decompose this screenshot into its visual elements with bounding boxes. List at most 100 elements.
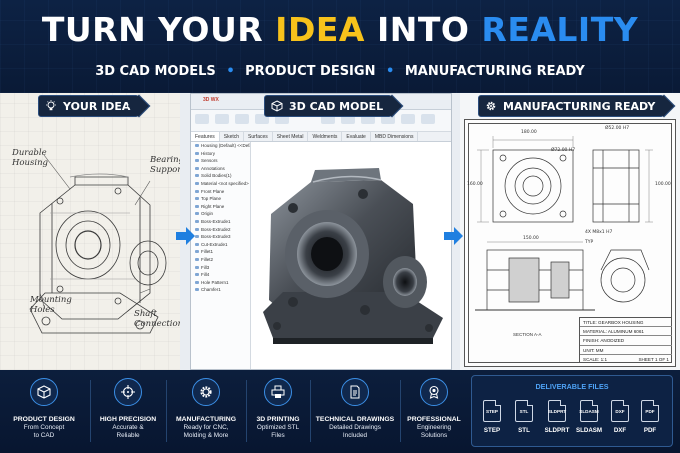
feature-title: 3D PRINTING — [256, 416, 300, 423]
feature-high-precision: HIGH PRECISION Accurate &Reliable — [92, 370, 164, 453]
feature-title: MANUFACTURING — [175, 416, 237, 423]
3d-cad-model-label: 3D CAD MODEL — [289, 99, 384, 113]
note-bearing-support: BearingSupport — [150, 155, 180, 175]
title-block-unit: UNIT: MM — [580, 346, 672, 355]
file-icon: STL — [515, 400, 533, 422]
file-label: STL — [518, 427, 530, 434]
title-part-1: TURN YOUR — [41, 10, 264, 49]
technical-drawing: 180.00 Ø52.00 H7 Ø72.00 H7 160.00 100.00… — [464, 119, 676, 367]
tree-item[interactable]: Cut-Extrude1 — [191, 241, 250, 249]
file-label: SLDPRT — [544, 427, 570, 434]
tab-weldments[interactable]: Weldments — [308, 132, 343, 141]
title-part-4: REALITY — [481, 10, 639, 49]
file-sldasm[interactable]: SLDASM SLDASM — [574, 400, 604, 434]
tree-item[interactable]: Fill4 — [191, 271, 250, 279]
tree-item[interactable]: Chamfer1 — [191, 286, 250, 294]
tree-item[interactable]: Origin — [191, 210, 250, 218]
tree-item[interactable]: Front Plane — [191, 188, 250, 196]
tree-item[interactable]: Boss-Extrude1 — [191, 218, 250, 226]
divider — [310, 380, 311, 442]
file-label: SLDASM — [575, 427, 603, 434]
printer-icon — [264, 378, 292, 406]
sketch-drawing — [29, 154, 167, 334]
manufacturing-ready-badge: MANUFACTURING READY — [478, 95, 665, 117]
tree-item[interactable]: Fillet1 — [191, 248, 250, 256]
file-pdf[interactable]: PDF PDF — [638, 400, 662, 434]
title-block-footer: SCALE: 1:1 SHEET 1 OF 1 — [580, 355, 672, 364]
crosshair-icon — [114, 378, 142, 406]
file-label: DXF — [613, 427, 627, 434]
tree-item[interactable]: Right Plane — [191, 203, 250, 211]
tree-item[interactable]: Solid Bodies(1) — [191, 172, 250, 180]
feature-desc: Ready for CNC,Molding & More — [183, 424, 229, 440]
feature-title: PROFESSIONAL — [407, 416, 461, 423]
main-title: TURN YOUR IDEA INTO REALITY — [0, 8, 680, 52]
file-icon: SLDASM — [579, 400, 599, 422]
file-icon: PDF — [641, 400, 659, 422]
cube-icon — [271, 100, 283, 112]
your-idea-label: YOUR IDEA — [63, 99, 131, 113]
bullet-2: • — [385, 64, 395, 79]
tree-item[interactable]: History — [191, 150, 250, 158]
header-banner: TURN YOUR IDEA INTO REALITY 3D CAD MODEL… — [0, 0, 680, 93]
dim-72: Ø72.00 H7 — [551, 148, 576, 153]
tree-item[interactable]: Boss-Extrude2 — [191, 226, 250, 234]
divider — [400, 380, 401, 442]
arrow-right-icon — [444, 227, 463, 245]
tree-item[interactable]: Fillet2 — [191, 256, 250, 264]
title-block-material: MATERIAL: ALUMINUM 6061 — [580, 327, 672, 337]
file-stl[interactable]: STL STL — [512, 400, 536, 434]
section-label: SECTION A-A — [513, 332, 542, 337]
tree-item[interactable]: Fill3 — [191, 264, 250, 272]
dim-100: 100.00 — [655, 182, 671, 187]
file-label: PDF — [643, 427, 657, 434]
file-dxf[interactable]: DXF DXF — [608, 400, 632, 434]
manufacturing-panel: 180.00 Ø52.00 H7 Ø72.00 H7 160.00 100.00… — [460, 93, 680, 370]
feature-title: PRODUCT DESIGN — [13, 416, 75, 423]
arrow-right-icon — [176, 227, 195, 245]
tab-mbd-dimensions[interactable]: MBD Dimensions — [371, 132, 419, 141]
tree-item[interactable]: Annotations — [191, 165, 250, 173]
title-block-sheet: SHEET 1 OF 1 — [638, 356, 669, 362]
cad-tabs: Features Sketch Surfaces Sheet Metal Wel… — [191, 132, 451, 142]
gear-icon — [486, 101, 496, 111]
tree-item[interactable]: Top Plane — [191, 195, 250, 203]
tree-item[interactable]: Housing (Default) <<Default> — [191, 142, 250, 150]
tab-surfaces[interactable]: Surfaces — [244, 132, 273, 141]
file-icon: STEP — [483, 400, 501, 422]
tree-item[interactable]: Material <not specified> — [191, 180, 250, 188]
tab-sketch[interactable]: Sketch — [220, 132, 245, 141]
title-block-scale: SCALE: 1:1 — [583, 356, 608, 362]
file-icon: DXF — [611, 400, 629, 422]
award-icon — [420, 378, 448, 406]
feature-title: TECHNICAL DRAWINGS — [315, 416, 395, 423]
3d-model-render[interactable] — [253, 142, 452, 370]
tree-item[interactable]: Sensors — [191, 157, 250, 165]
tree-item[interactable]: Boss-Extrude3 — [191, 233, 250, 241]
tab-evaluate[interactable]: Evaluate — [342, 132, 371, 141]
tab-sheet-metal[interactable]: Sheet Metal — [273, 132, 309, 141]
feature-manufacturing: MANUFACTURING Ready for CNC,Molding & Mo… — [168, 370, 244, 453]
subtitle: 3D CAD MODELS • PRODUCT DESIGN • MANUFAC… — [0, 63, 680, 81]
subtitle-item-1: 3D CAD MODELS — [95, 64, 216, 79]
feature-title: HIGH PRECISION — [99, 416, 157, 423]
cube-design-icon — [30, 378, 58, 406]
tree-item[interactable]: Hole Pattern1 — [191, 279, 250, 287]
tab-features[interactable]: Features — [191, 132, 220, 141]
manufacturing-ready-label: MANUFACTURING READY — [503, 99, 656, 113]
divider — [166, 380, 167, 442]
drawing-views — [475, 136, 653, 311]
